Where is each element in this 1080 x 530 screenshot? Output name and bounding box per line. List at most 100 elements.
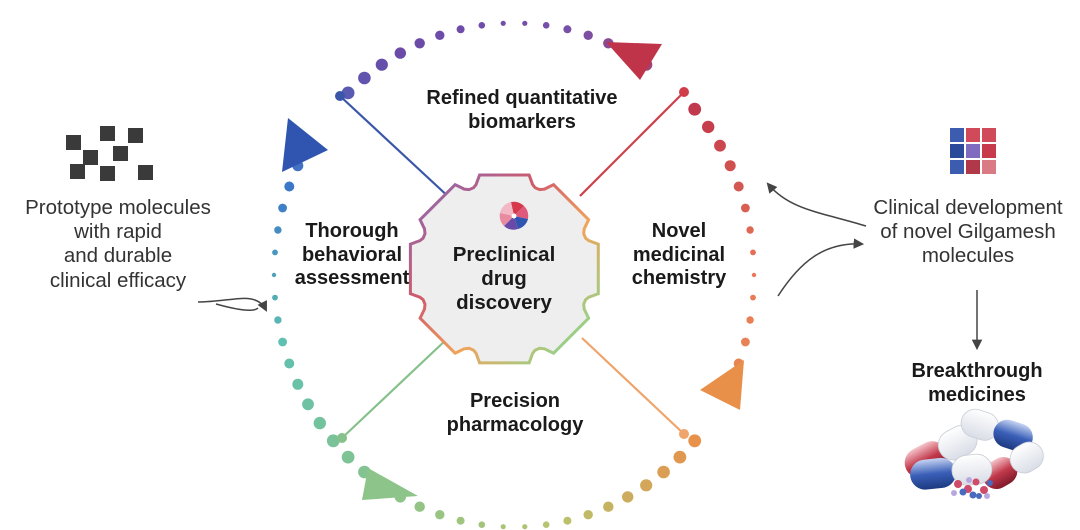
label-medicinal-chemistry: Novel medicinal chemistry [614,220,744,291]
label-line: molecules [921,244,1015,268]
spoke-top-left [339,95,453,201]
gear-center-label: Preclinical drug discovery [444,243,564,316]
outcome-breakthrough-medicines: Breakthrough medicines [892,360,1062,407]
label-line: pharmacology [446,413,584,436]
left-note-arrow-curve [197,297,267,312]
label-line: Novel [651,220,707,242]
ring-dot [341,450,355,464]
ring-dot [688,434,702,448]
ring-dot [746,226,754,234]
ring-dot [583,30,593,40]
right-note-arrow-out [777,238,865,297]
ring-dot [326,434,340,448]
gilgamesh-molecules-grid-icon [950,128,996,174]
label-line: behavioral [301,243,403,266]
label-line: and durable [63,244,173,268]
label-line: Prototype molecules [25,196,211,219]
ring-dot [542,22,550,29]
ring-dot [414,501,425,512]
ring-dot [741,337,750,347]
ring-dot [271,272,277,278]
label-behavioral-assessment: Thorough behavioral assessment [282,220,422,291]
ring-dot [640,479,653,492]
ring-dot [673,450,687,464]
ring-dot [522,524,528,530]
label-line: medicines [928,383,1026,406]
right-note-arrow-in [766,182,867,227]
ring-dot [456,516,465,525]
prototype-molecules-grid-icon [66,126,153,181]
ring-dot [724,160,736,172]
ring-dot [272,249,278,256]
spoke-bottom-right [581,337,685,435]
label-precision-pharmacology: Precision pharmacology [430,390,600,437]
ring-dot [500,524,506,530]
arrowhead-right-orange [700,360,744,410]
ring-dot [657,465,670,479]
ring-dot [284,358,295,369]
ring-dot [702,120,715,134]
pinwheel-logo-icon [499,201,529,230]
ring-dot [522,20,528,26]
ring-dot [414,38,425,49]
ring-dot [622,491,634,503]
label-line: medicinal [632,243,726,266]
label-line: chemistry [631,267,727,290]
ring-dot [435,510,445,520]
label-line: assessment [294,267,410,290]
label-line: Preclinical [452,243,556,266]
arrowhead-left-blue [282,118,328,172]
ring-dot [500,20,506,26]
ring-dot [733,181,744,192]
label-line: Precision [469,390,561,412]
left-note-prototype-molecules: Prototype molecules with rapid and durab… [2,196,234,293]
spoke-top-right [579,91,685,197]
ring-dot [563,516,572,525]
ring-dot [435,30,445,40]
right-note-clinical-development: Clinical development of novel Gilgamesh … [862,196,1074,269]
label-line: Thorough [305,220,399,242]
label-refined-biomarkers: Refined quantitative biomarkers [404,87,640,134]
ring-dot [278,337,287,347]
ring-dot [563,25,572,34]
cycle-arrowheads [282,42,744,500]
ring-dot [741,203,750,213]
cycle-dotted-ring [271,20,757,530]
arrowhead-top-red [606,42,662,80]
ring-dot [394,47,406,59]
spoke-top-right-end [679,87,689,97]
ring-dot [750,294,756,301]
label-line: Breakthrough [911,360,1043,382]
ring-dot [750,249,756,256]
ring-dot [375,58,388,71]
capsules-icon [904,408,1044,499]
label-line: of novel Gilgamesh [880,220,1056,244]
label-line: drug [481,267,527,291]
ring-dot [542,521,550,528]
spoke-bottom-right-end [679,429,689,439]
ring-dot [313,416,326,430]
label-line: discovery [456,291,552,315]
ring-dot [292,378,304,390]
left-note-arrow [215,303,259,311]
ring-dot [284,181,295,192]
cycle-spokes [335,87,689,443]
ring-dot [603,501,614,512]
gear-shape [408,173,600,365]
ring-dot [583,510,593,520]
ring-dot [714,139,726,152]
ring-dot [751,272,757,278]
ring-dot [358,71,371,85]
ring-dot [746,316,754,324]
label-line: Refined quantitative [426,87,618,109]
arrowhead-bottom-green [362,468,418,500]
spoke-bottom-left [341,337,449,439]
ring-dot [478,521,486,528]
label-line: biomarkers [468,110,576,133]
ring-dot [456,25,465,34]
ring-dot [688,102,702,116]
spoke-bottom-left-end [337,433,347,443]
ring-dot [272,294,278,301]
label-line: Clinical development [873,196,1063,219]
